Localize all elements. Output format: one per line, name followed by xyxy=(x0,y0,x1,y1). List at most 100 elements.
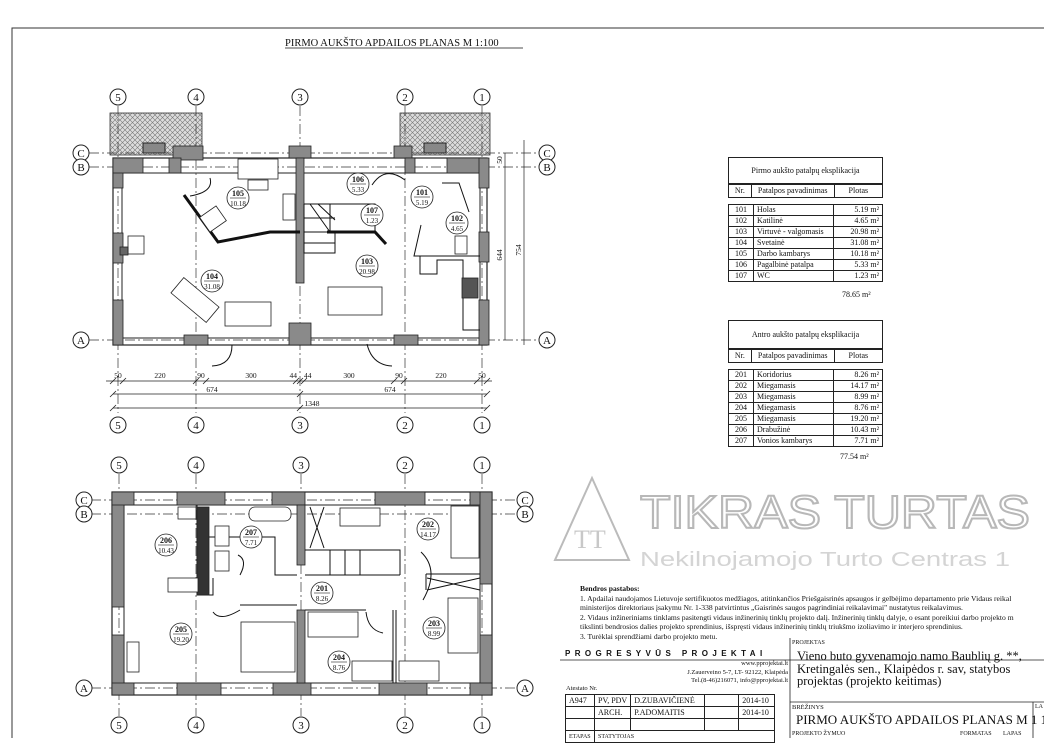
axis-bubble: 1 xyxy=(473,716,491,734)
axis-bubble: 1 xyxy=(473,456,491,474)
axis-bubble: 3 xyxy=(292,716,310,734)
axis-bubble: B xyxy=(516,505,534,523)
axis-bubble: B xyxy=(538,158,556,176)
axis-label: 3 xyxy=(298,720,304,732)
room-name-cell: WC xyxy=(753,270,834,282)
axis-label: 1 xyxy=(479,420,485,432)
signature-cell: 2014-10 xyxy=(738,706,776,719)
room-marker: 107 1.23 xyxy=(360,203,384,227)
axis-bubble: A xyxy=(516,679,534,697)
room-area: 5.19 xyxy=(416,199,429,207)
axis-label: 2 xyxy=(402,420,408,432)
projektas-label: PROJEKTAS xyxy=(792,640,825,646)
signature-row: ARCH.P.ADOMAITIS 2014-10 xyxy=(565,706,776,719)
axis-label: 5 xyxy=(115,420,121,432)
axis-bubble: A xyxy=(72,331,90,349)
room-area-cell: 31.08 m² xyxy=(833,237,883,249)
header-name: Patalpos pavadinimas xyxy=(752,184,835,197)
axis-label: 4 xyxy=(193,460,199,472)
sheets-label: LA xyxy=(1035,704,1043,710)
room-area-cell: 8.26 m² xyxy=(833,369,883,381)
room-area: 10.43 xyxy=(158,547,174,555)
dimension-label: 674 xyxy=(384,385,396,394)
signature-cell: PV, PDV xyxy=(593,694,632,707)
dimension-label: 44 xyxy=(304,371,312,380)
note-line: tikslinti bendrosios dalies projekto spr… xyxy=(580,622,963,632)
room-area: 10.18 xyxy=(230,200,246,208)
room-name-cell: Darbo kambarys xyxy=(753,248,834,260)
dimension-label: 300 xyxy=(245,371,257,380)
note-line: 2. Vidaus inžineriniams tinklams pasiten… xyxy=(580,612,1014,622)
firm-name: PROGRESYVŪS PROJEKTAI xyxy=(565,649,767,658)
statytojas-label: STATYTOJAS xyxy=(593,730,776,743)
axis-label: 4 xyxy=(193,420,199,432)
axis-label: 5 xyxy=(116,460,122,472)
room-no-cell: 207 xyxy=(728,435,754,447)
etapas-label: ETAPAS xyxy=(565,730,595,743)
room-area-cell: 20.98 m² xyxy=(833,226,883,238)
room-number: 203 xyxy=(428,619,440,628)
dimension-label: 300 xyxy=(343,371,355,380)
axis-bubble: C xyxy=(538,144,556,162)
axis-bubble: 2 xyxy=(396,456,414,474)
room-area-cell: 19.20 m² xyxy=(833,413,883,425)
room-name-cell: Miegamasis xyxy=(753,402,834,414)
room-area-cell: 5.19 m² xyxy=(833,204,883,216)
axis-label: A xyxy=(77,335,85,347)
header-name: Patalpos pavadinimas xyxy=(752,349,835,362)
sheet-label: LAPAS xyxy=(1003,731,1022,737)
general-notes: Bendros pastabos: 1. Apdailai naudojamos… xyxy=(580,584,1014,642)
room-area: 8.76 xyxy=(333,664,346,672)
axis-label: A xyxy=(80,683,88,695)
signature-cell: A947 xyxy=(565,694,595,707)
room-name-cell: Miegamasis xyxy=(753,380,834,392)
room-no-cell: 104 xyxy=(728,237,754,249)
axis-bubble: 3 xyxy=(291,88,309,106)
drawing-title: PIRMO AUKŠTO APDAILOS PLANAS M 1:100 xyxy=(285,37,499,49)
axis-label: 1 xyxy=(479,92,485,104)
axis-bubble: 2 xyxy=(396,88,414,106)
room-area: 1.23 xyxy=(366,217,379,225)
watermark-main: TIKRAS TURTAS xyxy=(640,486,1030,538)
notes-heading: Bendros pastabos: xyxy=(580,584,640,593)
room-number: 107 xyxy=(366,206,378,215)
room-number: 103 xyxy=(361,257,373,266)
room-area-cell: 14.17 m² xyxy=(833,380,883,392)
axis-label: B xyxy=(543,162,550,174)
dimension-label: 90 xyxy=(395,371,403,380)
firm-contact: www.pprojektai.lt J.Zauerveino 5-7, LT- … xyxy=(687,660,788,686)
note-line: 1. Apdailai naudojamos Lietuvoje sertifi… xyxy=(580,593,1012,603)
table1-header: Nr. Patalpos pavadinimas Plotas xyxy=(728,183,883,198)
room-number: 106 xyxy=(352,175,364,184)
axis-label: C xyxy=(521,495,528,507)
room-area-cell: 7.71 m² xyxy=(833,435,883,447)
signature-cell: P.ADOMAITIS xyxy=(630,706,706,719)
axis-label: 2 xyxy=(402,460,408,472)
table1-title: Pirmo aukšto patalpų eksplikacija xyxy=(728,157,883,185)
room-area-cell: 8.99 m² xyxy=(833,391,883,403)
room-name-cell: Drabužinė xyxy=(753,424,834,436)
walls xyxy=(112,145,490,346)
room-name-cell: Miegamasis xyxy=(753,413,834,425)
watermark-logo: TT xyxy=(574,525,606,554)
dimension-label: 220 xyxy=(435,371,447,380)
header-area: Plotas xyxy=(848,351,869,360)
room-number: 102 xyxy=(451,214,463,223)
room-no-cell: 101 xyxy=(728,204,754,216)
signature-cell: ARCH. xyxy=(593,706,632,719)
room-area-cell: 1.23 m² xyxy=(833,270,883,282)
